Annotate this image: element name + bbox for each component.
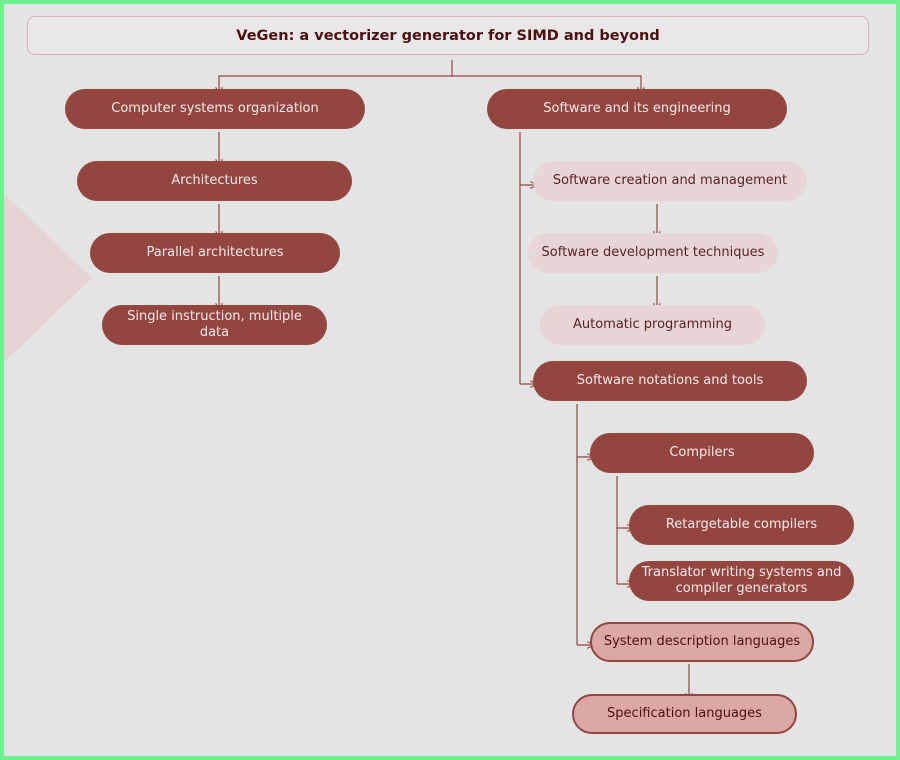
diagram-title: VeGen: a vectorizer generator for SIMD a… <box>27 16 869 55</box>
connector-lines <box>4 60 900 760</box>
edge-title-split <box>219 60 453 94</box>
node-retargetable-compilers[interactable]: Retargetable compilers <box>629 505 854 545</box>
node-compilers[interactable]: Compilers <box>590 433 814 473</box>
node-computer-systems-organization[interactable]: Computer systems organization <box>65 89 365 129</box>
node-specification-languages[interactable]: Specification languages <box>572 694 797 734</box>
node-simd[interactable]: Single instruction, multiple data <box>102 305 327 345</box>
node-automatic-programming[interactable]: Automatic programming <box>540 305 765 345</box>
node-architectures[interactable]: Architectures <box>77 161 352 201</box>
node-software-engineering[interactable]: Software and its engineering <box>487 89 787 129</box>
edge-title-software <box>452 75 641 94</box>
node-software-creation[interactable]: Software creation and management <box>533 161 807 201</box>
node-translator-writing[interactable]: Translator writing systems and compiler … <box>629 561 854 601</box>
node-system-description-languages[interactable]: System description languages <box>590 622 814 662</box>
node-parallel-architectures[interactable]: Parallel architectures <box>90 233 340 273</box>
decorative-triangle <box>4 190 92 366</box>
node-software-notations[interactable]: Software notations and tools <box>533 361 807 401</box>
node-software-dev-techniques[interactable]: Software development techniques <box>528 233 778 273</box>
